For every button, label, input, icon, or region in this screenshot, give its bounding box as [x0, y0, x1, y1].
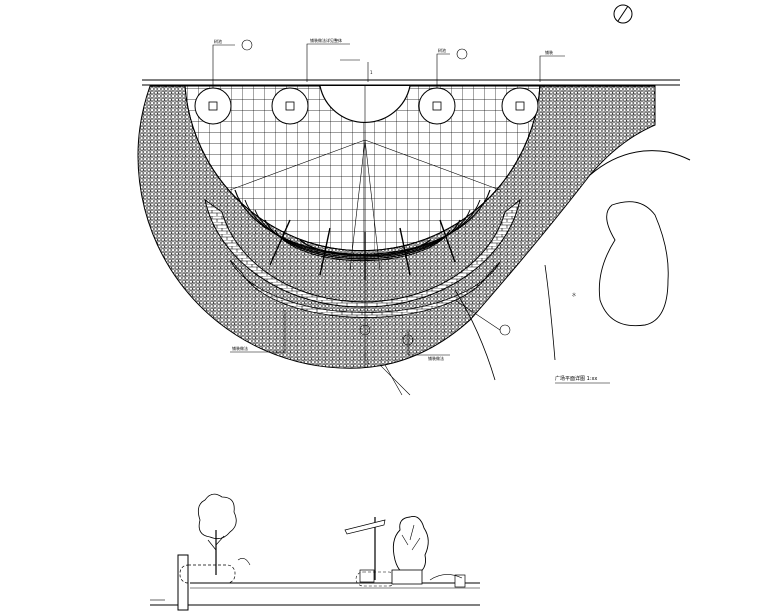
main-grid-paving	[184, 85, 541, 252]
plan-title-text: 广场平面详图 1:xx	[555, 375, 597, 382]
pergola-section-icon	[344, 517, 397, 587]
tree-pit	[501, 87, 539, 125]
callout-5-label: 铺装做法	[232, 345, 248, 351]
callout-3-label: 树池	[438, 47, 446, 53]
pond-outline	[454, 150, 691, 381]
plan-title: 广场平面详图 1:xx	[555, 375, 610, 384]
axis-lines	[229, 130, 501, 396]
tree-pit	[194, 87, 232, 125]
section-drawing	[150, 493, 480, 611]
section-marker-top: 1	[370, 70, 373, 75]
water-label: 水	[572, 291, 576, 297]
tree-pit	[418, 87, 456, 125]
callout-2-label: 铺装做法详见整体	[310, 37, 342, 43]
central-semicircle	[319, 85, 411, 130]
callout-4-label: 铺装	[545, 49, 553, 55]
tree-pits	[194, 87, 539, 125]
tree-pit	[271, 87, 309, 125]
callouts-bottom: 铺装做法 铺装做法 1	[230, 299, 511, 368]
section-marker-bottom: 1	[367, 360, 370, 365]
callout-6-label: 铺装做法	[428, 355, 444, 361]
callouts-top: 树池 铺装做法详见整体 树池 铺装 1	[212, 37, 565, 88]
tree-left-icon	[197, 493, 237, 575]
brick-ring-band	[204, 198, 521, 318]
shrub-right-icon	[391, 516, 429, 585]
callout-1-label: 树池	[214, 38, 222, 44]
road-edge	[142, 79, 680, 86]
north-arrow-icon	[613, 4, 633, 24]
